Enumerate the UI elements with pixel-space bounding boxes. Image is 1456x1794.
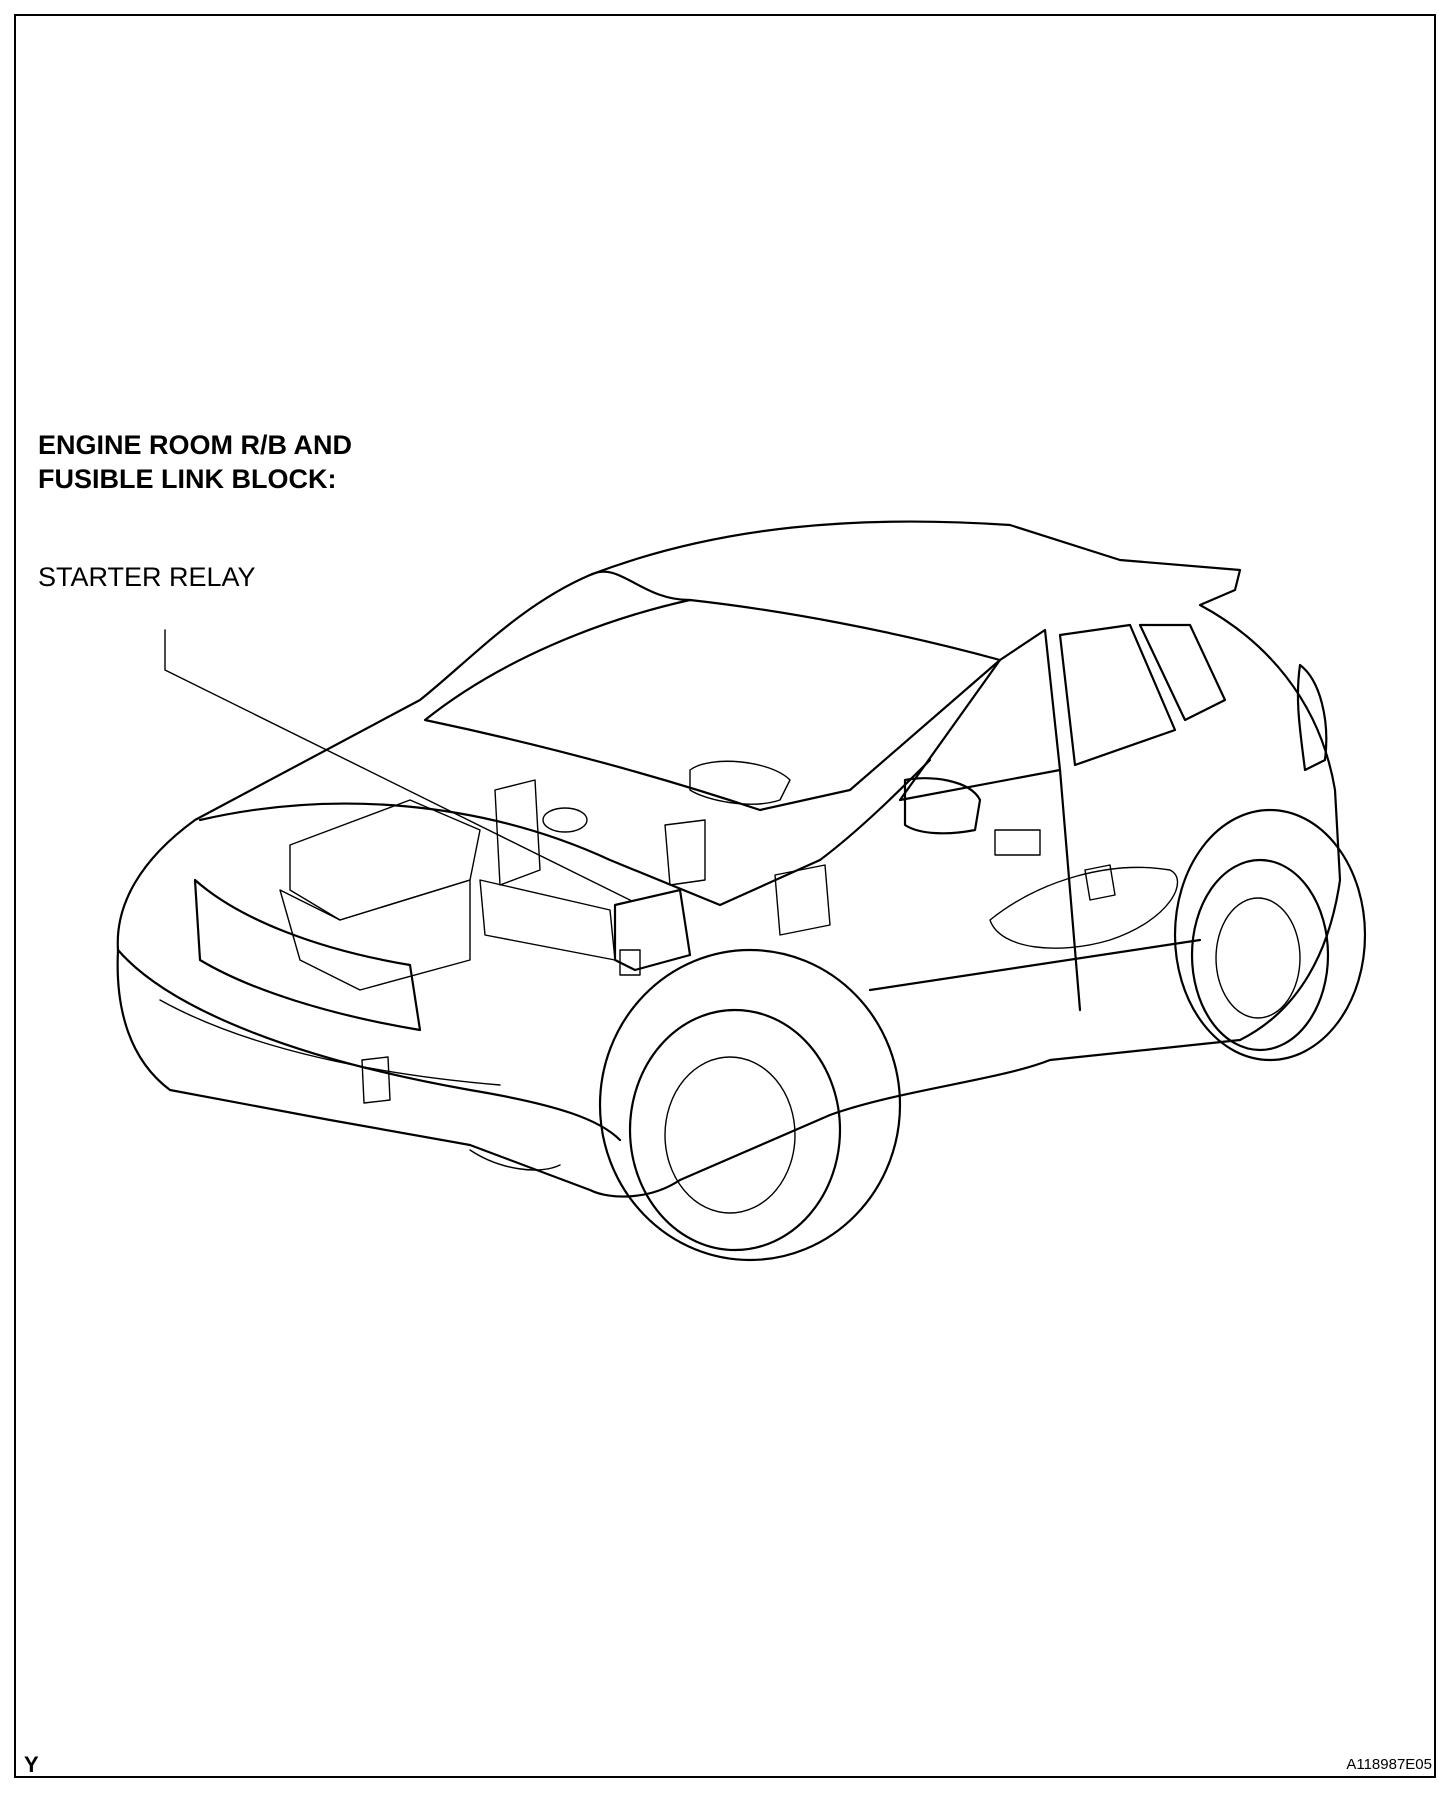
front-tire — [628, 1008, 842, 1252]
rear-rim — [1215, 897, 1301, 1019]
figure-code: A118987E05 — [1346, 1756, 1432, 1773]
front-sensor — [361, 1056, 391, 1104]
dash-module — [689, 760, 791, 805]
rear-wheel-arch — [1173, 808, 1367, 1062]
roof-line — [588, 570, 692, 602]
fog-lamp-recess — [469, 1149, 561, 1171]
page-corner-letter: Y — [24, 1752, 39, 1777]
front-bumper — [116, 948, 622, 1142]
lower-bumper-line — [159, 999, 501, 1086]
fuel-pump-module — [1084, 864, 1116, 901]
rear-tire — [1190, 858, 1330, 1052]
canister — [994, 829, 1041, 856]
quarter-window — [1138, 623, 1227, 722]
diagram-frame — [14, 14, 1436, 1778]
component-heading: ENGINE ROOM R/B AND FUSIBLE LINK BLOCK: — [38, 430, 353, 494]
side-mirror — [903, 777, 982, 835]
front-wheel-arch — [598, 948, 902, 1262]
engine-cover — [289, 799, 481, 921]
fuel-tank — [989, 866, 1179, 949]
starter-relay-leader-line — [164, 629, 641, 906]
engine-room-relay-block — [613, 888, 692, 972]
relay-block-connector — [619, 949, 641, 976]
grille-opening — [193, 878, 422, 1032]
starter-relay-label: STARTER RELAY — [38, 562, 256, 592]
windshield — [423, 598, 1002, 812]
reservoir-cap — [542, 807, 588, 833]
rear-door-window — [1058, 623, 1177, 767]
front-rim — [664, 1056, 796, 1214]
rear-lamp — [1296, 663, 1328, 772]
fender-bracket — [774, 864, 831, 936]
strut-tower — [494, 779, 541, 886]
hood-edge — [198, 758, 932, 907]
rocker-line — [868, 938, 1202, 992]
front-door-seam — [1058, 768, 1082, 1012]
brake-booster — [479, 879, 616, 961]
car-body-outline — [116, 520, 1342, 1198]
engine-block — [279, 879, 471, 991]
cowl-component — [664, 819, 706, 886]
